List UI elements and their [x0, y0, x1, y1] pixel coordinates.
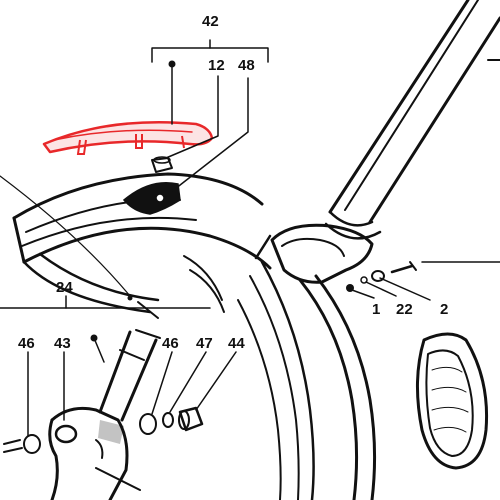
fender-bracket — [122, 182, 181, 215]
label-24: 24 — [56, 279, 73, 296]
bolt-and-washer-left — [3, 434, 41, 454]
label-48: 48 — [238, 57, 255, 74]
label-1: 1 — [372, 301, 380, 318]
highlighted-part-42 — [42, 120, 214, 155]
mudguard — [12, 172, 272, 319]
label-2: 2 — [440, 301, 448, 318]
fork-crown — [254, 223, 374, 284]
label-44: 44 — [228, 335, 245, 352]
leader-lines — [0, 39, 431, 437]
lever-arm-43 — [48, 329, 161, 500]
fork-tube — [324, 0, 500, 240]
nut-12 — [151, 156, 173, 173]
headlamp — [416, 332, 489, 470]
label-46-right: 46 — [162, 335, 179, 352]
label-46-left: 46 — [18, 335, 35, 352]
label-42: 42 — [202, 13, 219, 30]
label-47: 47 — [196, 335, 213, 352]
label-43: 43 — [54, 335, 71, 352]
wheel-and-fork-leg — [183, 255, 377, 500]
small-parts-right — [346, 261, 500, 292]
label-22: 22 — [396, 301, 413, 318]
label-12: 12 — [208, 57, 225, 74]
bush-parts-center — [139, 406, 204, 435]
